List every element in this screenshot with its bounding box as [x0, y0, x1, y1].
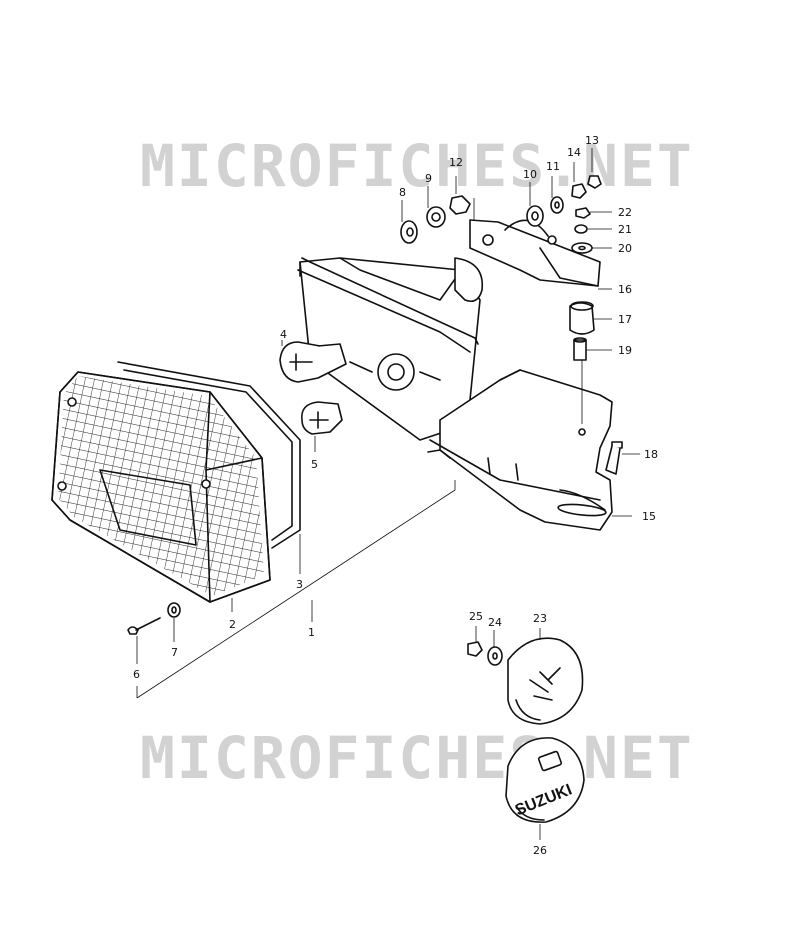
label-26: 26 [533, 844, 547, 857]
nut-14 [571, 183, 587, 199]
watermark-bottom: MICROFICHES.NET [140, 724, 694, 792]
cap-23 [507, 637, 584, 725]
label-16: 16 [618, 283, 632, 296]
label-6: 6 [133, 668, 140, 681]
nut-13 [587, 175, 602, 189]
label-2: 2 [229, 618, 236, 631]
label-13: 13 [585, 134, 599, 147]
cushion-17 [569, 301, 595, 335]
nut-22 [575, 207, 591, 219]
washer-8 [400, 220, 418, 244]
mount-bracket [427, 369, 613, 531]
lamp-housing [297, 257, 484, 441]
collar-19 [573, 337, 587, 361]
part-labels: 1 2 3 4 5 6 7 8 9 10 11 12 13 14 15 16 1… [133, 134, 658, 857]
nut-7 [167, 602, 181, 618]
collar-12 [449, 195, 471, 215]
label-23: 23 [533, 612, 547, 625]
washer-9 [426, 206, 446, 228]
washer-10 [526, 205, 544, 227]
label-7: 7 [171, 646, 178, 659]
label-22: 22 [618, 206, 632, 219]
label-21: 21 [618, 223, 632, 236]
stop-bulb [279, 341, 347, 383]
nut-25 [467, 641, 483, 657]
position-bulb [301, 401, 343, 435]
label-8: 8 [399, 186, 406, 199]
washer-11 [550, 196, 564, 214]
cap-26: SUZUKI [505, 737, 585, 823]
screw-6 [127, 617, 161, 635]
bolt-18 [605, 441, 623, 475]
label-5: 5 [311, 458, 318, 471]
label-10: 10 [523, 168, 537, 181]
label-11: 11 [546, 160, 560, 173]
label-24: 24 [488, 616, 502, 629]
label-1: 1 [308, 626, 315, 639]
washer-24 [487, 646, 503, 666]
label-18: 18 [644, 448, 658, 461]
label-9: 9 [425, 172, 432, 185]
label-19: 19 [618, 344, 632, 357]
label-25: 25 [469, 610, 483, 623]
label-12: 12 [449, 156, 463, 169]
label-4: 4 [280, 328, 287, 341]
lens-assembly [51, 371, 271, 603]
label-15: 15 [642, 510, 656, 523]
washer-21 [574, 224, 588, 234]
label-17: 17 [618, 313, 632, 326]
label-14: 14 [567, 146, 581, 159]
gasket [117, 361, 301, 549]
label-20: 20 [618, 242, 632, 255]
watermark-top: MICROFICHES.NET [140, 132, 694, 200]
label-3: 3 [296, 578, 303, 591]
leader-lines [136, 148, 640, 840]
washer-20 [571, 242, 593, 254]
